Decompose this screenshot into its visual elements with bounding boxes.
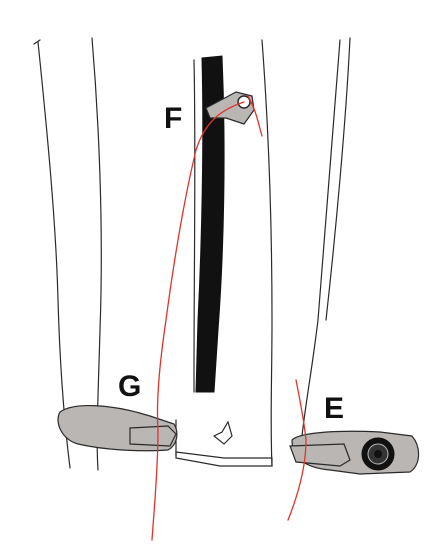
thread-left xyxy=(151,101,245,541)
thread-top-right xyxy=(247,95,263,137)
hem-line xyxy=(175,451,273,467)
thread-right xyxy=(287,379,307,521)
outline-center-right xyxy=(261,39,273,467)
label-f: F xyxy=(164,102,182,135)
outline-left-outer xyxy=(37,41,71,469)
clip-e xyxy=(289,430,420,475)
clip-g xyxy=(57,405,178,452)
label-e: E xyxy=(324,392,344,425)
outline-center-left xyxy=(193,59,196,393)
hem-notch xyxy=(212,420,233,445)
outline-right-outer-2 xyxy=(325,37,351,321)
strap-black xyxy=(195,55,225,393)
label-g: G xyxy=(118,370,141,403)
red-threads xyxy=(151,95,307,541)
outline-top-corner xyxy=(33,39,41,45)
outline-right-outer xyxy=(301,39,341,437)
garment-outline xyxy=(33,37,351,471)
